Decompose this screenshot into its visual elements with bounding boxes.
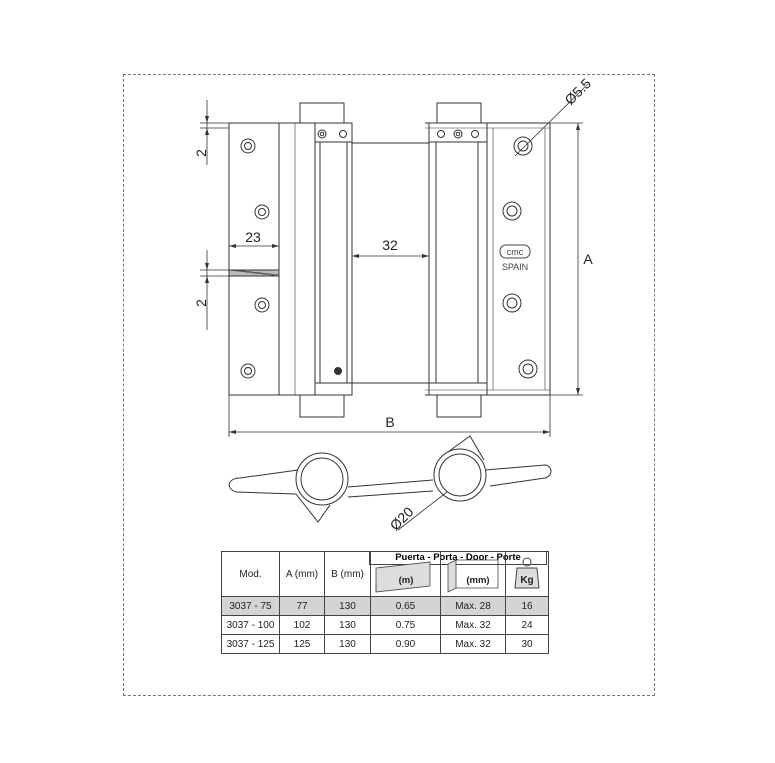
dim-b: B — [385, 414, 394, 430]
col-mod: Mod. — [221, 551, 280, 597]
spring-body — [351, 142, 430, 384]
left-leaf-plate — [228, 122, 280, 396]
svg-text:SPAIN: SPAIN — [502, 262, 528, 272]
svg-text:cmc: cmc — [507, 247, 524, 257]
right-leaf-plate — [486, 122, 551, 396]
drawing-frame — [123, 74, 655, 696]
dim-hole-diameter: Ø5.5 — [561, 75, 594, 108]
table-header-row: Mod. A (mm) B (mm) (m) (mm) Kg — [221, 551, 549, 597]
col-a: A (mm) — [279, 551, 325, 597]
dim-2-bottom: 2 — [193, 299, 209, 307]
thickness-label: (m) — [398, 575, 413, 586]
right-barrel-bottom-cap — [436, 394, 482, 418]
left-barrel-cover — [278, 122, 316, 396]
table-row: 3037 - 75 77 130 0.65 Max. 28 16 — [221, 596, 549, 616]
col-thickness: (m) — [370, 551, 441, 597]
weight-icon: Kg — [514, 557, 540, 589]
table-row: 3037 - 125 125 130 0.90 Max. 32 30 — [221, 634, 549, 654]
table-row: 3037 - 100 102 130 0.75 Max. 32 24 — [221, 615, 549, 635]
col-weight: Kg — [505, 551, 549, 597]
door-width-icon: (mm) — [447, 559, 498, 593]
spec-table: Mod. A (mm) B (mm) (m) (mm) Kg 3 — [221, 551, 549, 654]
brand-logo: cmc SPAIN — [499, 244, 531, 272]
width-label: (mm) — [466, 575, 489, 586]
dim-23: 23 — [245, 229, 261, 245]
door-thickness-icon: (m) — [375, 561, 430, 593]
col-b: B (mm) — [324, 551, 371, 597]
dim-a: A — [583, 251, 593, 267]
left-barrel-top-cap — [299, 102, 345, 124]
right-barrel-top-cap — [436, 102, 482, 124]
col-width: (mm) — [440, 551, 506, 597]
hinge-plan-view — [228, 435, 552, 531]
svg-text:Kg: Kg — [520, 575, 533, 586]
left-barrel — [314, 122, 353, 396]
dim-2-top: 2 — [193, 149, 209, 157]
dim-32: 32 — [382, 237, 398, 253]
dim-pin-diameter: Ø20 — [387, 503, 417, 533]
left-barrel-bottom-cap — [299, 394, 345, 418]
